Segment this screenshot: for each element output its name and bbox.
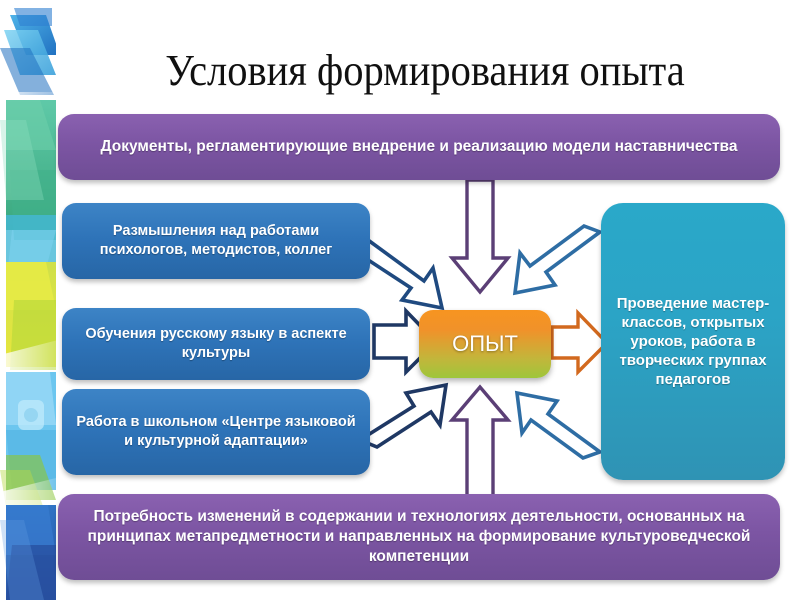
node-left-item-3-label: Работа в школьном «Центре языковой и кул… bbox=[76, 414, 356, 449]
node-right-outcome-label: Проведение мастер-классов, открытых урок… bbox=[616, 294, 770, 389]
node-bottom-condition-banner[interactable]: Потребность изменений в содержании и тех… bbox=[58, 494, 780, 580]
node-left-item-3[interactable]: Работа в школьном «Центре языковой и кул… bbox=[62, 389, 370, 475]
node-left-item-1[interactable]: Размышления над работами психологов, мет… bbox=[62, 203, 370, 279]
node-bottom-condition-banner-label: Потребность изменений в содержании и тех… bbox=[87, 508, 751, 565]
node-top-condition-banner-label: Документы, регламентирующие внедрение и … bbox=[100, 138, 738, 156]
arrow-left-bottom-to-center bbox=[356, 382, 449, 450]
page-title: Условия формирования опыта bbox=[165, 46, 685, 95]
node-center-experience[interactable]: ОПЫТ bbox=[419, 310, 551, 378]
arrow-right-bottom-to-center bbox=[514, 390, 604, 461]
arrow-center-to-right bbox=[550, 308, 610, 377]
arrow-top-banner-to-center bbox=[448, 178, 512, 295]
decorative-ribbon-graphic bbox=[0, 0, 62, 600]
arrow-right-top-to-center bbox=[512, 223, 604, 296]
node-right-outcome[interactable]: Проведение мастер-классов, открытых урок… bbox=[601, 203, 785, 480]
node-left-item-2-label: Обучения русскому языку в аспекте культу… bbox=[85, 326, 347, 361]
node-left-item-2[interactable]: Обучения русскому языку в аспекте культу… bbox=[62, 308, 370, 380]
node-center-experience-label: ОПЫТ bbox=[452, 330, 518, 356]
node-top-condition-banner[interactable]: Документы, регламентирующие внедрение и … bbox=[58, 114, 780, 180]
node-left-item-1-label: Размышления над работами психологов, мет… bbox=[99, 223, 333, 258]
arrow-bottom-banner-to-center bbox=[448, 384, 512, 502]
